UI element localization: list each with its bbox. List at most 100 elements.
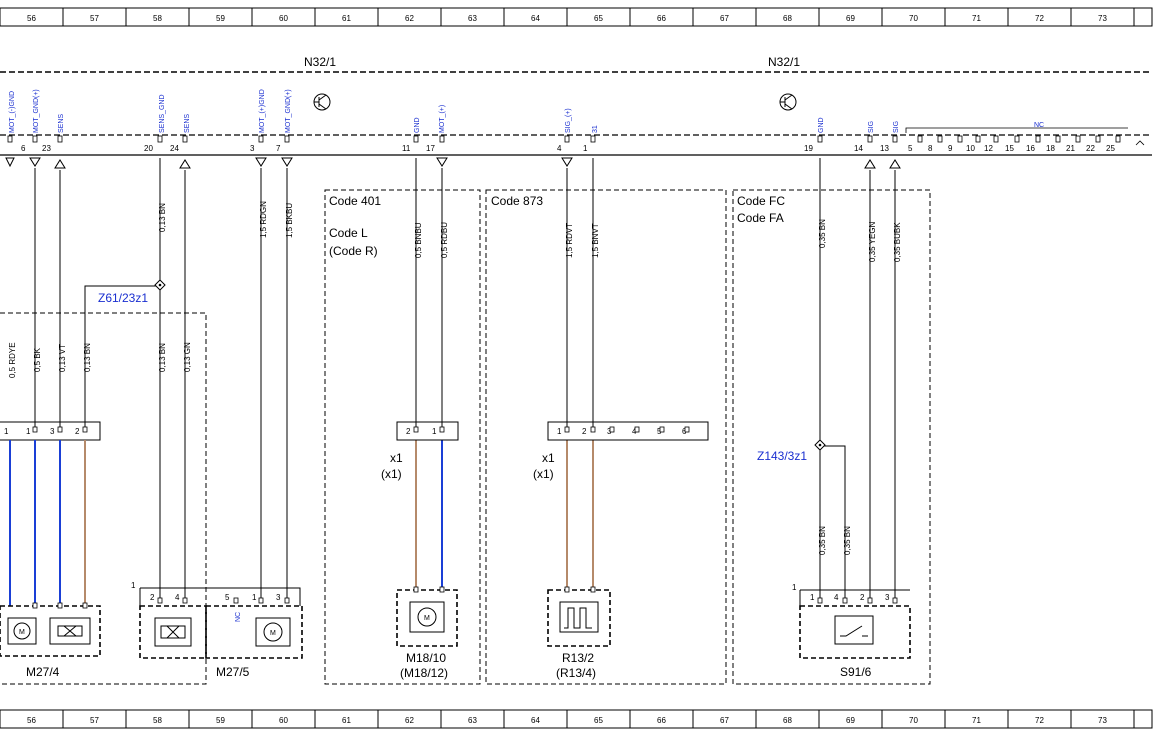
code-873-label: Code 873 — [491, 194, 543, 208]
connector-x1-alt: (x1) — [533, 467, 554, 481]
pin-terminal — [1115, 135, 1121, 143]
pin-number: 1 — [810, 593, 815, 602]
pin-number: 1 — [583, 144, 588, 153]
r13-connector: 1 2 3 4 5 6 x1 (x1) — [533, 421, 709, 481]
pin-number: 2 — [860, 593, 865, 602]
pin-terminal — [32, 602, 38, 609]
pin-number: 2 — [150, 593, 155, 602]
pin-terminal — [157, 597, 163, 604]
grid-column-label: 73 — [1098, 14, 1107, 23]
wire-label: 0,35 YEGN — [868, 221, 877, 262]
pin-terminal — [817, 597, 823, 604]
pin-terminal — [284, 135, 290, 143]
pin-terminal — [258, 135, 264, 143]
pin-number: 14 — [854, 144, 863, 153]
pin-name: SIG — [893, 121, 900, 133]
connector-terminals — [32, 426, 898, 609]
pin-number: 23 — [42, 144, 51, 153]
pin-terminal — [82, 426, 88, 433]
wire-label: 0,5 RDYE — [8, 342, 17, 378]
pin-terminal — [1055, 135, 1061, 143]
component-m27-4: M27/4 — [26, 665, 60, 679]
svg-text:M: M — [19, 629, 25, 636]
pin-terminal — [1035, 135, 1041, 143]
pin-number: 4 — [834, 593, 839, 602]
pin-terminal — [1014, 135, 1020, 143]
pin-terminal — [57, 426, 63, 433]
pin-terminal — [564, 426, 570, 433]
grid-column-label: 58 — [153, 14, 162, 23]
component-r13-4: (R13/4) — [556, 666, 596, 680]
code-401-label: Code 401 — [329, 194, 381, 208]
grid-column-label: 58 — [153, 716, 162, 725]
nc-pin-number: 22 — [1086, 144, 1095, 153]
pin-name: GND — [414, 117, 421, 133]
grid-column-label: 59 — [216, 716, 225, 725]
grid-column-label: 63 — [468, 716, 477, 725]
pin-terminal — [892, 135, 898, 143]
pin-terminal — [284, 597, 290, 604]
pin-number: 3 — [276, 593, 281, 602]
pin-number: 4 — [557, 144, 562, 153]
pin-terminal — [57, 602, 63, 609]
pin-terminal — [82, 602, 88, 609]
pin-terminal — [842, 597, 848, 604]
pin-number: 13 — [880, 144, 889, 153]
pin-number: 6 — [21, 144, 26, 153]
grid-column-label: 67 — [720, 716, 729, 725]
pin-terminal — [32, 135, 38, 143]
grid-column-label: 61 — [342, 14, 351, 23]
pin-number: 17 — [426, 144, 435, 153]
wire-labels: 0,13 BN 1,5 RDGN 1,5 BKBU 0,5 BNBU 0,5 R… — [8, 201, 902, 555]
pin-number: 19 — [804, 144, 813, 153]
pin-terminal — [182, 135, 188, 143]
pin-name: SENS_GND — [159, 94, 166, 133]
wire-label: 0,13 BN — [158, 203, 167, 232]
grid-column-label: 69 — [846, 716, 855, 725]
pin-number: 1 — [4, 427, 9, 436]
grid-column-label: 64 — [531, 14, 540, 23]
pin-terminal — [1075, 135, 1081, 143]
wire-label: 0,35 BN — [818, 526, 827, 555]
m27-4-component: M M27/4 — [0, 605, 101, 679]
pin-terminal — [413, 135, 419, 143]
grid-column-label: 73 — [1098, 716, 1107, 725]
control-unit-label-1: N32/1 — [304, 55, 336, 69]
pin-terminal — [439, 426, 445, 433]
splice-z143-label: Z143/3z1 — [757, 449, 807, 463]
nc-pin-number: 8 — [928, 144, 933, 153]
pin-number: 1 — [131, 581, 136, 590]
pin-terminal — [892, 597, 898, 604]
grid-column-label: 57 — [90, 716, 99, 725]
component-r13-2: R13/2 — [562, 651, 594, 665]
s91-component: S91/6 — [799, 605, 911, 679]
nc-label: NC — [235, 612, 242, 622]
svg-text:M: M — [424, 615, 430, 622]
pin-number: 2 — [582, 427, 587, 436]
grid-column-label: 67 — [720, 14, 729, 23]
code-fc-label: Code FC — [737, 194, 785, 208]
grid-column-label: 61 — [342, 716, 351, 725]
grid-column-label: 59 — [216, 14, 225, 23]
pin-terminal — [564, 586, 570, 593]
connector-x1-alt: (x1) — [381, 467, 402, 481]
grid-column-label: 70 — [909, 14, 918, 23]
grid-column-label: 68 — [783, 716, 792, 725]
nc-pin-number: 12 — [984, 144, 993, 153]
component-s91-6: S91/6 — [840, 665, 872, 679]
pin-terminal — [867, 597, 873, 604]
pin-number: 3 — [885, 593, 890, 602]
grid-column-label: 57 — [90, 14, 99, 23]
wire-label: 0,5 BNBU — [414, 222, 423, 258]
component-m27-5: M27/5 — [216, 665, 250, 679]
component-m18-12: (M18/12) — [400, 666, 448, 680]
pin-number: 2 — [406, 427, 411, 436]
wire-label: 1,5 BNVT — [591, 223, 600, 258]
pin-terminal — [684, 426, 690, 433]
wire-label: 0,35 BN — [818, 219, 827, 248]
grid-column-label: 70 — [909, 716, 918, 725]
m27-5-component: M M27/5 — [139, 605, 303, 679]
pin-number: 20 — [144, 144, 153, 153]
